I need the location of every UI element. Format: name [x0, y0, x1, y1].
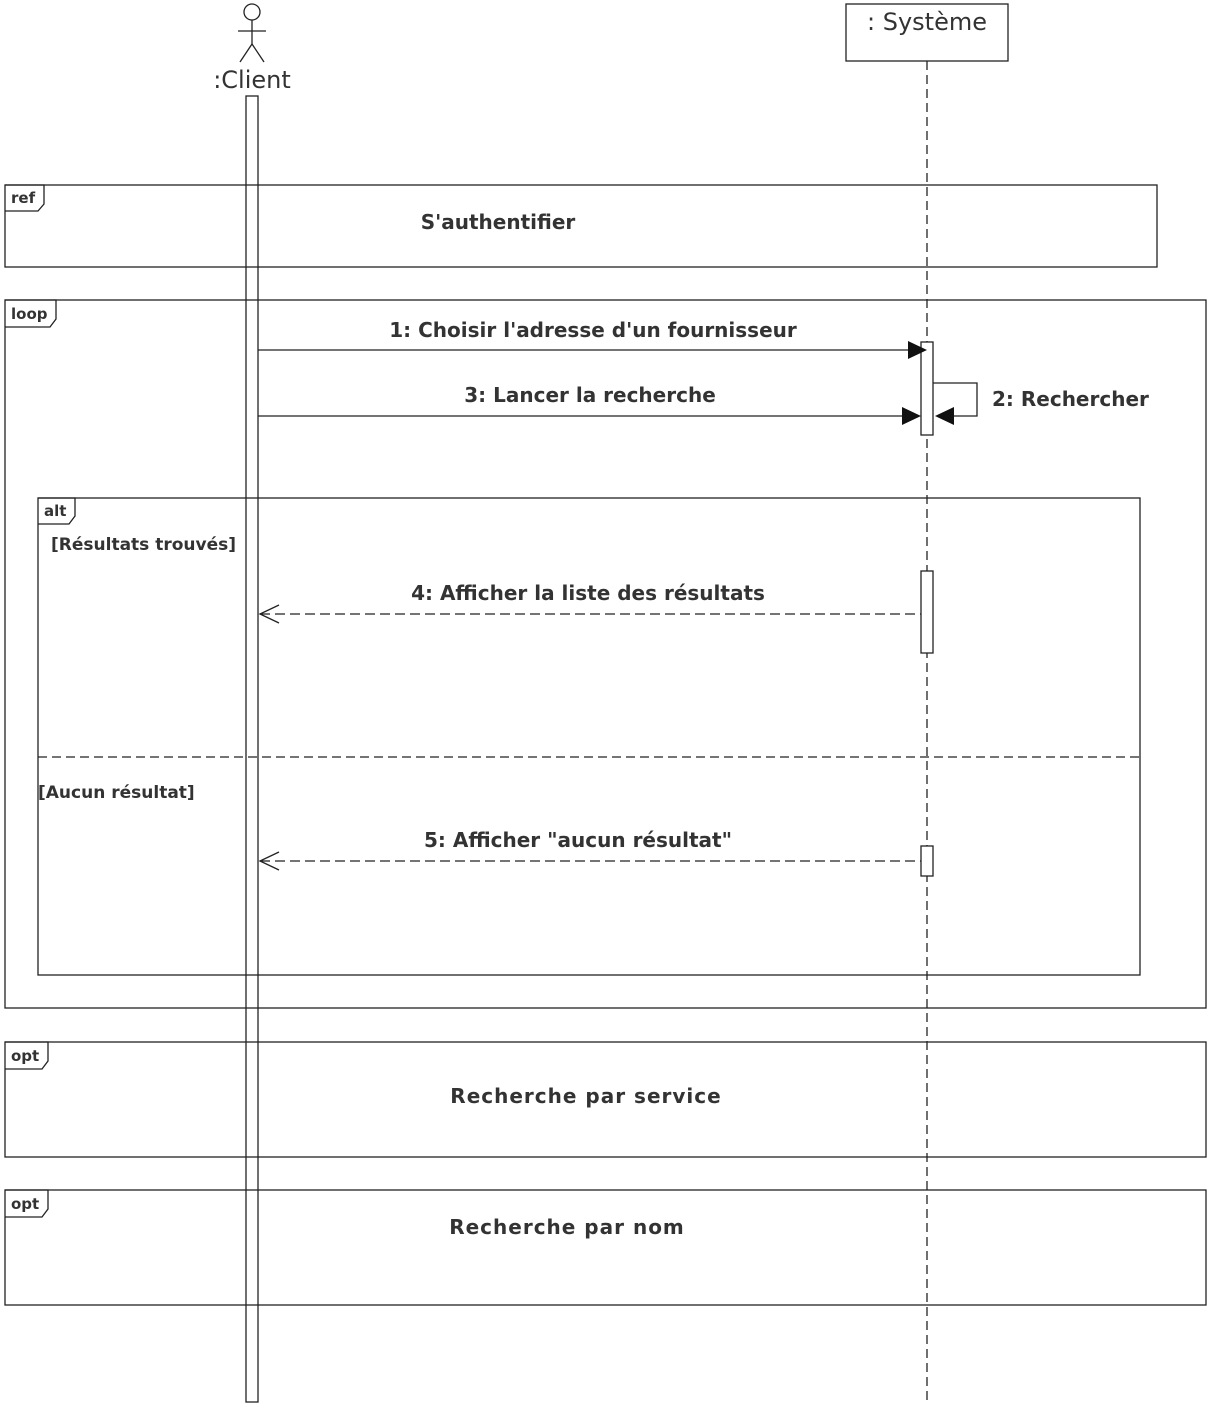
message-4-arrowhead	[258, 604, 280, 624]
actor-leg-left	[239, 43, 253, 63]
message-3-arrowhead	[902, 407, 921, 425]
loop-frame	[4, 299, 1207, 1009]
ref-fragment: ref S'authentifier	[4, 184, 1158, 268]
message-5-arrowhead	[258, 851, 280, 871]
message-4: 4: Afficher la liste des résultats	[258, 581, 921, 624]
client-lifeline-name: :Client	[213, 66, 291, 94]
opt-1-operator: opt	[11, 1047, 39, 1065]
opt-2-label: Recherche par nom	[449, 1215, 685, 1239]
ref-operator-tab	[5, 184, 45, 212]
opt-fragment-1: opt Recherche par service	[4, 1041, 1207, 1158]
actor-leg-right	[251, 43, 265, 63]
opt-1-frame	[4, 1041, 1207, 1158]
system-header-box	[845, 3, 1009, 62]
message-1-arrowhead	[908, 341, 927, 359]
alt-operator-tab	[38, 497, 76, 525]
message-5: 5: Afficher "aucun résultat"	[258, 828, 921, 871]
loop-operator-tab	[5, 299, 57, 328]
alt-guard-1: [Résultats trouvés]	[51, 535, 236, 555]
system-activation-3	[920, 845, 934, 877]
message-3-label: 3: Lancer la recherche	[464, 383, 716, 407]
opt-2-operator-tab	[5, 1189, 49, 1218]
client-actor: :Client	[213, 3, 291, 94]
alt-operator: alt	[44, 502, 66, 520]
ref-operator: ref	[11, 189, 36, 207]
client-activation-bar	[245, 95, 259, 1403]
system-lifeline-name: : Système	[867, 8, 987, 36]
message-2-arrowhead	[935, 407, 954, 425]
message-3: 3: Lancer la recherche	[258, 383, 921, 425]
message-2-line	[933, 382, 978, 417]
alt-fragment: alt [Résultats trouvés] [Aucun résultat]	[37, 497, 1141, 976]
message-2-label: 2: Rechercher	[992, 387, 1149, 411]
opt-fragment-2: opt Recherche par nom	[4, 1189, 1207, 1306]
system-activation-2	[920, 570, 934, 654]
loop-operator: loop	[11, 305, 48, 323]
opt-2-operator: opt	[11, 1195, 39, 1213]
actor-head	[243, 3, 261, 21]
loop-fragment: loop	[4, 299, 1207, 1009]
alt-guard-2: [Aucun résultat]	[38, 783, 195, 803]
system-lifeline-head: : Système	[845, 3, 1009, 62]
opt-1-operator-tab	[5, 1041, 49, 1070]
message-1: 1: Choisir l'adresse d'un fournisseur	[258, 318, 927, 359]
message-5-label: 5: Afficher "aucun résultat"	[424, 828, 732, 852]
message-1-label: 1: Choisir l'adresse d'un fournisseur	[389, 318, 797, 342]
opt-1-label: Recherche par service	[450, 1084, 721, 1108]
message-2: 2: Rechercher	[933, 382, 1149, 425]
system-activation-1	[920, 341, 934, 436]
ref-label: S'authentifier	[421, 210, 576, 234]
opt-2-frame	[4, 1189, 1207, 1306]
message-4-label: 4: Afficher la liste des résultats	[411, 581, 765, 605]
ref-frame	[4, 184, 1158, 268]
alt-frame	[37, 497, 1141, 976]
